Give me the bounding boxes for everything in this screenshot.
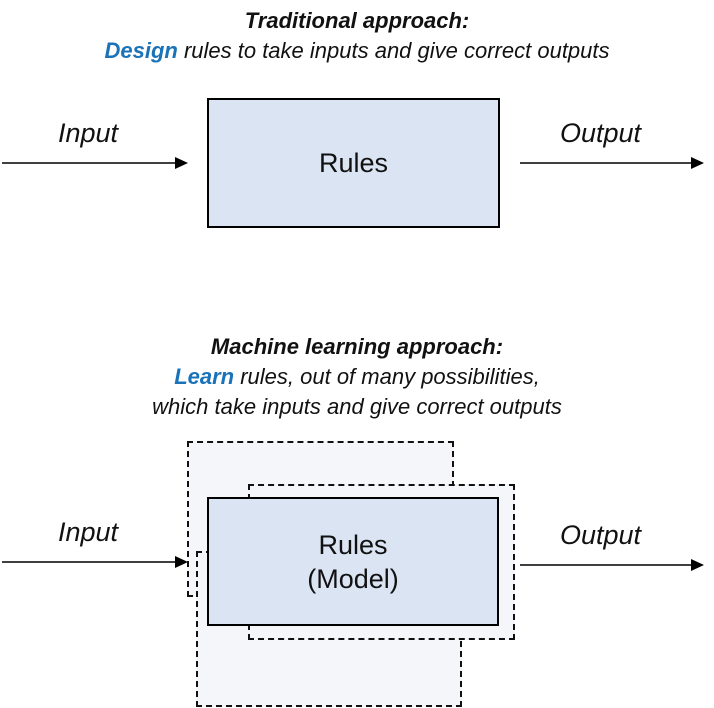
traditional-output-arrow: [520, 157, 704, 169]
traditional-heading: Traditional approach: Design rules to ta…: [0, 6, 714, 66]
ml-subtitle-line1-rest: rules, out of many possibilities,: [234, 364, 540, 389]
traditional-rules-box: Rules: [207, 98, 500, 228]
ml-subtitle-line2: which take inputs and give correct outpu…: [152, 394, 562, 419]
ml-subtitle-line1: Learn rules, out of many possibilities,: [0, 362, 714, 392]
design-keyword: Design: [104, 38, 178, 63]
traditional-subtitle-rest: rules to take inputs and give correct ou…: [177, 38, 610, 63]
traditional-input-arrow: [2, 157, 188, 169]
ml-rules-model-box: Rules (Model): [207, 497, 499, 626]
ml-heading: Machine learning approach: Learn rules, …: [0, 332, 714, 422]
ml-output-label: Output: [560, 520, 642, 550]
traditional-input-label: Input: [58, 118, 119, 148]
traditional-rules-label: Rules: [318, 148, 389, 178]
ml-model-label: (Model): [307, 563, 399, 594]
ml-input-arrow: [2, 556, 188, 568]
ml-input-label: Input: [58, 517, 119, 547]
ml-output-arrow: [520, 559, 704, 571]
traditional-title: Traditional approach:: [244, 8, 470, 33]
traditional-subtitle: Design rules to take inputs and give cor…: [0, 36, 714, 66]
learn-keyword: Learn: [174, 364, 235, 389]
traditional-output-label: Output: [560, 118, 642, 148]
ml-rules-label: Rules: [318, 529, 388, 560]
ml-title: Machine learning approach:: [210, 334, 504, 359]
